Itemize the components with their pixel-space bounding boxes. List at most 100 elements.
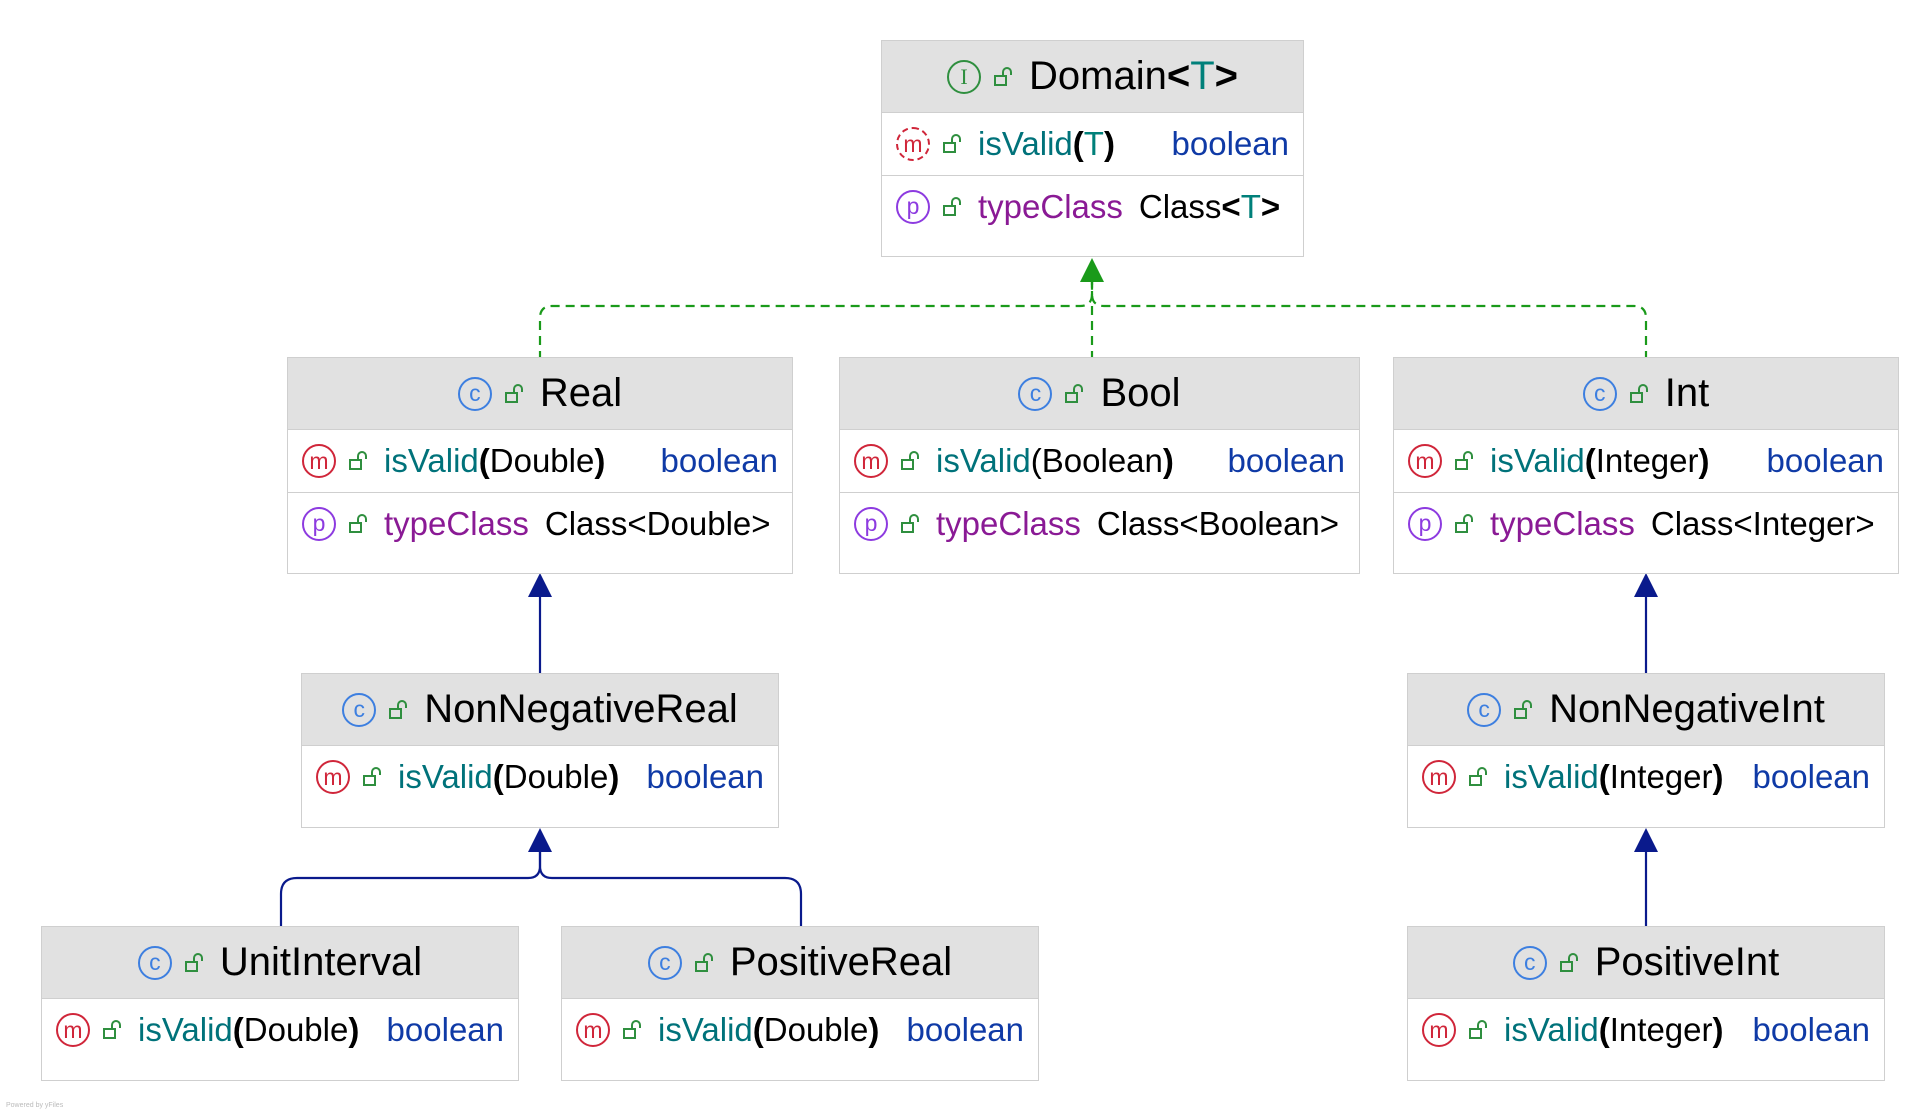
method-name: isValid [384,442,479,479]
nonnegativeint-method-row: m isValid ( Integer ) boolean [1408,746,1884,808]
node-real[interactable]: c Real m isValid ( Double ) boolean p ty… [287,357,793,574]
class-icon: c [342,692,377,727]
edge-real-implements-domain [538,282,1094,360]
property-name: typeClass [1490,504,1635,542]
class-icon: c [457,376,492,411]
method-icon: m [854,444,888,478]
method-arg: Double [503,758,609,795]
public-lock-icon [184,952,203,972]
node-nonnegativeint[interactable]: c NonNegativeInt m isValid ( Integer ) b… [1407,673,1885,828]
public-lock-icon [901,513,919,533]
class-icon: c [1467,692,1502,727]
bool-property-row: p typeClass Class<Boolean> [840,492,1359,554]
node-domain-header: I Domain<T> [882,41,1303,113]
method-name: isValid [936,442,1031,479]
method-icon: m [56,1013,90,1047]
public-lock-icon [103,1020,121,1039]
property-name: typeClass [978,187,1123,225]
bool-method-row: m isValid ( Boolean ) boolean [840,430,1359,492]
public-lock-icon [349,513,367,533]
method-arg: Double [489,442,595,479]
node-nonnegativeint-title: NonNegativeInt [1549,687,1825,731]
node-domain[interactable]: I Domain<T> m isValid ( T ) boolean p ty… [881,40,1304,257]
arrowhead-nonnegativeint [1634,828,1658,852]
method-return-type: boolean [386,1011,504,1048]
method-return-type: boolean [1766,442,1884,479]
public-lock-icon [1559,952,1578,972]
method-icon: m [316,760,350,794]
int-property-row: p typeClass Class<Integer> [1394,492,1898,554]
node-nonnegativereal-header: c NonNegativeReal [302,674,778,746]
public-lock-icon [504,383,523,403]
property-icon: p [896,189,930,224]
method-name: isValid [1504,1011,1599,1048]
public-lock-icon [363,767,381,786]
method-return-type: boolean [660,442,778,479]
method-arg: Double [763,1011,869,1048]
method-arg: T [1083,125,1104,162]
method-open-paren: ( [1598,1011,1610,1048]
method-name: isValid [138,1011,233,1048]
method-arg: Boolean [1041,442,1163,479]
int-method-row: m isValid ( Integer ) boolean [1394,430,1898,492]
method-name: isValid [1490,442,1585,479]
edge-int-implements-domain [1090,282,1648,360]
node-positivereal-header: c PositiveReal [562,927,1038,999]
method-open-paren: ( [1584,442,1596,479]
node-positiveint[interactable]: c PositiveInt m isValid ( Integer ) bool… [1407,926,1885,1081]
node-unitinterval-title: UnitInterval [219,940,423,984]
method-icon: m [1408,444,1442,478]
node-bool-title: Bool [1100,371,1181,415]
node-positivereal[interactable]: c PositiveReal m isValid ( Double ) bool… [561,926,1039,1081]
class-icon: c [137,945,172,980]
method-return-type: boolean [1227,442,1345,479]
method-icon: m [302,444,336,478]
public-lock-icon [389,699,408,719]
node-real-title: Real [539,371,623,415]
public-lock-icon [1455,513,1473,533]
public-lock-icon [994,66,1012,86]
public-lock-icon [943,196,961,216]
class-icon: c [1512,945,1547,980]
arrowhead-real [528,573,552,597]
public-lock-icon [943,134,961,153]
method-close-paren: ) [1162,442,1174,479]
node-positivereal-title: PositiveReal [729,940,953,984]
public-lock-icon [1514,699,1533,719]
public-lock-icon [1469,1020,1487,1039]
property-type: Class<T> [1138,187,1281,225]
method-arg: Integer [1595,442,1699,479]
public-lock-icon [901,451,919,470]
abstract-method-icon: m [896,127,930,161]
node-positiveint-header: c PositiveInt [1408,927,1884,999]
real-method-row: m isValid ( Double ) boolean [288,430,792,492]
public-lock-icon [623,1020,641,1039]
node-domain-title: Domain<T> [1029,54,1238,98]
domain-method-row: m isValid ( T ) boolean [882,113,1303,175]
property-name: typeClass [384,504,529,542]
method-close-paren: ) [1698,442,1710,479]
method-name: isValid [1504,758,1599,795]
node-int-title: Int [1664,371,1710,415]
node-int[interactable]: c Int m isValid ( Integer ) boolean p ty… [1393,357,1899,574]
method-close-paren: ) [1712,758,1724,795]
node-unitinterval-header: c UnitInterval [42,927,518,999]
property-type: Class<Double> [544,504,771,542]
nonnegativereal-method-row: m isValid ( Double ) boolean [302,746,778,808]
node-nonnegativereal[interactable]: c NonNegativeReal m isValid ( Double ) b… [301,673,779,828]
class-icon: c [1582,376,1617,411]
property-icon: p [1408,506,1442,541]
positivereal-method-row: m isValid ( Double ) boolean [562,999,1038,1061]
method-close-paren: ) [594,442,606,479]
method-return-type: boolean [1171,125,1289,162]
public-lock-icon [1629,383,1648,403]
method-icon: m [1422,760,1456,794]
node-unitinterval[interactable]: c UnitInterval m isValid ( Double ) bool… [41,926,519,1081]
class-icon: c [1018,376,1053,411]
method-close-paren: ) [1103,125,1115,162]
arrowhead-int [1634,573,1658,597]
public-lock-icon [1469,767,1487,786]
edge-positivereal-extends-nonnegativereal [538,852,803,928]
method-open-paren: ( [752,1011,764,1048]
node-bool[interactable]: c Bool m isValid ( Boolean ) boolean p t… [839,357,1360,574]
